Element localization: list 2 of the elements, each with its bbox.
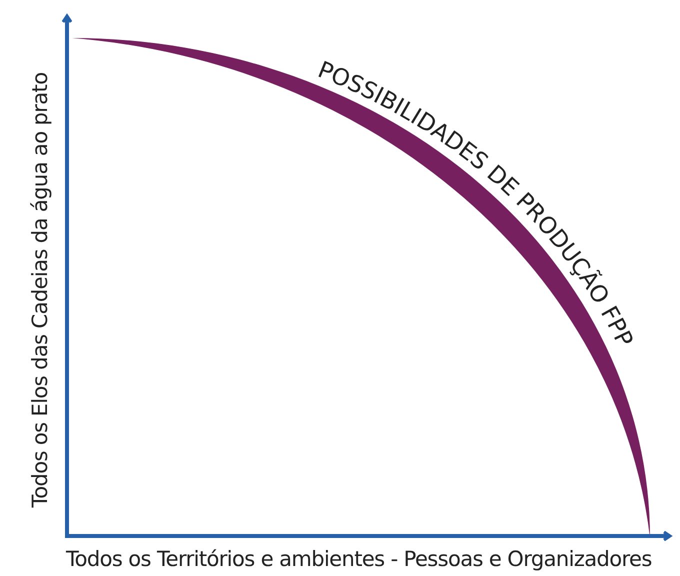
x-axis-label: Todos os Territórios e ambientes - Pessoas e Organizadores <box>66 547 652 571</box>
y-axis-label: Todos os Elos das Cadeias da água ao prato <box>28 72 52 508</box>
